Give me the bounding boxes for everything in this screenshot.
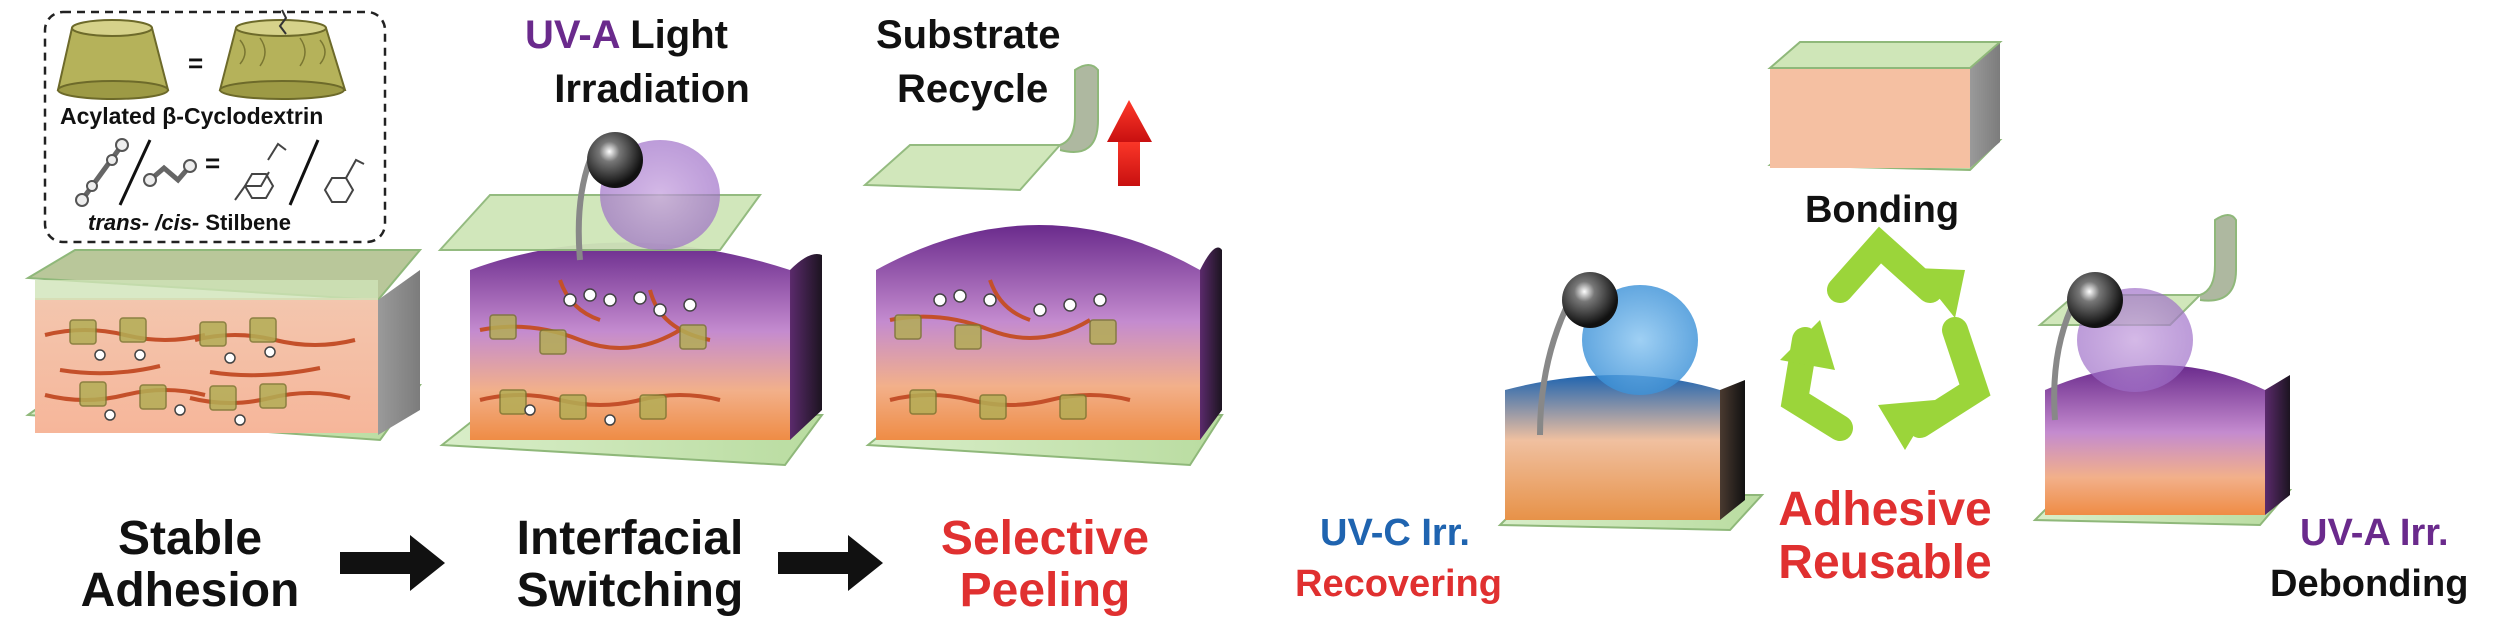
label-uva-light: UV-A Light [525,13,728,57]
label-stable: Stable [118,512,262,565]
cis-stilbene-icon [143,159,197,187]
label-debonding: Debonding [2270,563,2468,605]
trans-stilbene-icon [75,138,129,207]
legend-equals-1: = [188,48,203,78]
legend-slash-1 [118,139,152,206]
arrow-right-icon [340,535,445,591]
interfacial-switching-block [437,132,824,467]
acylated-cyclodextrin-icon [218,9,347,100]
legend-box: = Acylated β-Cyclodextrin = [43,9,387,244]
label-uvc: UV-C Irr. [1320,512,1470,554]
label-reusable: Reusable [1778,536,1991,589]
stilbene-structure-icon [234,139,365,206]
label-uva-irr: UV-A Irr. [2300,512,2449,554]
label-adhesion: Adhesion [81,564,300,617]
legend-equals-2: = [205,148,220,178]
red-up-arrow-icon [1107,100,1152,186]
label-interfacial: Interfacial [517,512,744,565]
selective-peeling-block [862,64,1224,467]
label-adhesive: Adhesive [1778,483,1991,536]
debonding-block [2032,214,2293,527]
label-bonding: Bonding [1805,189,1959,231]
label-switching: Switching [517,564,744,617]
label-peeling: Peeling [960,564,1131,617]
stable-adhesion-block [24,249,423,442]
label-irradiation: Irradiation [554,67,750,111]
legend-stilbene-label: trans- /cis- Stilbene [88,210,291,235]
label-substrate: Substrate [876,13,1061,57]
label-recycle: Recycle [897,67,1048,111]
label-recovering: Recovering [1295,563,1502,605]
bonding-block [1767,41,2003,172]
legend-cyclodextrin-label: Acylated β-Cyclodextrin [60,103,323,129]
cyclodextrin-icon [56,19,170,100]
recycle-arrowheads [1780,268,1965,450]
arrow-right-icon-2 [778,535,883,591]
label-selective: Selective [941,512,1149,565]
recovering-block [1497,272,1765,532]
